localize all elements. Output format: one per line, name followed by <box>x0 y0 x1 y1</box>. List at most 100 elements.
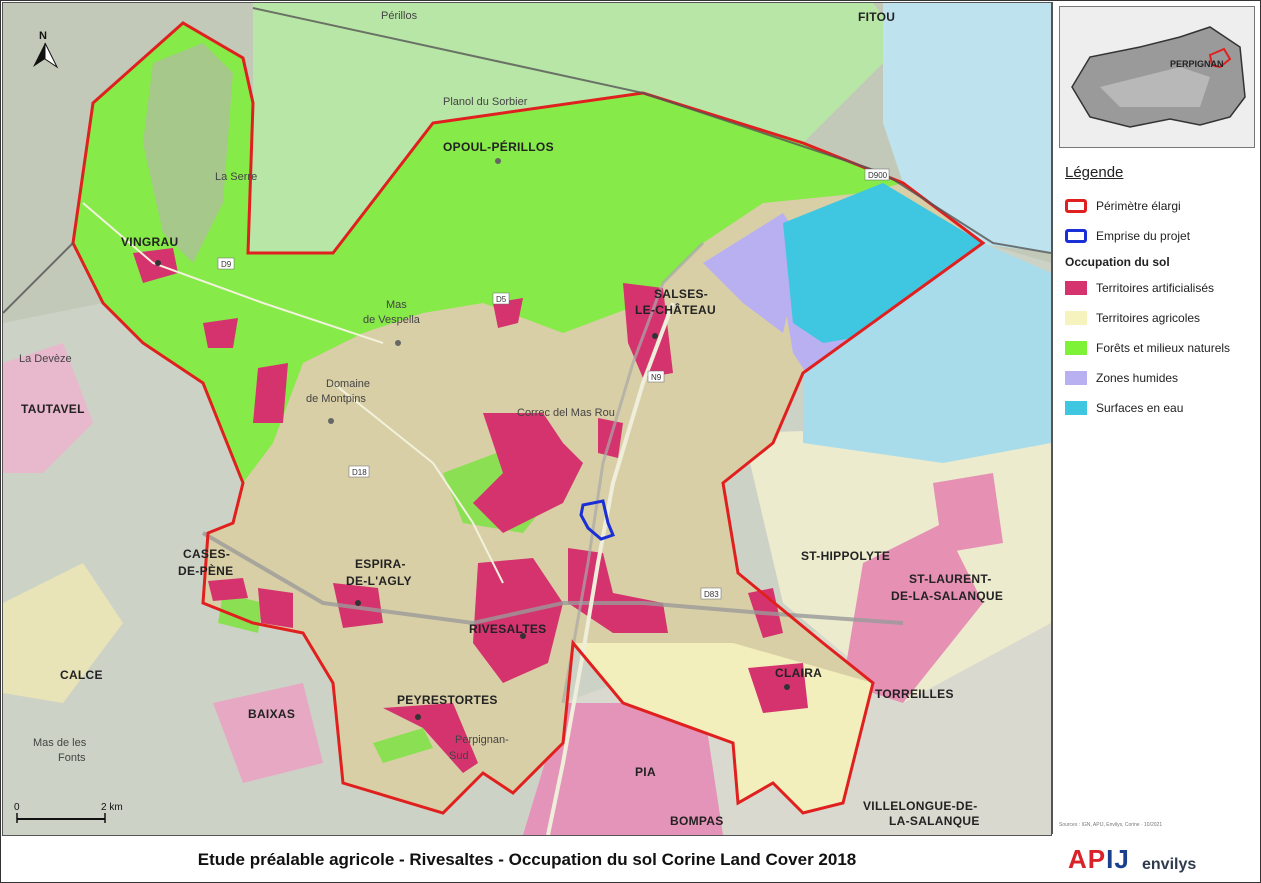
label-tautavel: TAUTAVEL <box>21 402 85 416</box>
outside-agri-west <box>3 563 123 703</box>
label-devereze: La Devèze <box>19 353 72 365</box>
inset-svg: PERPIGNAN <box>1060 7 1254 147</box>
label-espira-2: DE-L'AGLY <box>346 574 412 588</box>
north-arrow-icon: N <box>33 30 59 69</box>
legend-class-eau: Surfaces en eau <box>1059 393 1255 423</box>
source-note: Sources : IGN, APIJ, Envilys, Corine · 1… <box>1059 822 1163 828</box>
label-mas-2: de Vespella <box>363 314 421 326</box>
legend-label-forets: Forêts et milieux naturels <box>1096 341 1231 355</box>
label-salses-2: LE-CHÂTEAU <box>635 302 716 317</box>
label-sthippolyte: ST-HIPPOLYTE <box>801 549 890 563</box>
urban-patch-2 <box>253 363 288 423</box>
road-shield-d5 <box>492 292 510 305</box>
map-title: Etude préalable agricole - Rivesaltes - … <box>197 850 857 869</box>
outside-artificial-baixas <box>213 683 323 783</box>
label-fitou: FITOU <box>858 10 895 24</box>
legend-item-perimetre: Périmètre élargi <box>1059 191 1255 221</box>
urban-cases <box>208 578 248 601</box>
label-cases-2: DE-PÈNE <box>178 563 233 578</box>
legend-label-perimetre: Périmètre élargi <box>1096 199 1181 213</box>
legend-swatch-agricoles <box>1065 311 1087 325</box>
road-d9 <box>82 202 384 344</box>
envilys-logo: envilys <box>1142 856 1197 873</box>
forest-ridge-shade <box>143 43 233 263</box>
scale-bar: 0 2 km <box>14 802 123 823</box>
railway <box>561 241 705 704</box>
scale-end: 2 km <box>101 802 123 813</box>
legend-panel: PERPIGNAN Légende Périmètre élargi Empri… <box>1052 2 1259 834</box>
label-peyrestortes: PEYRESTORTES <box>397 693 498 707</box>
road-shield-d18 <box>348 465 370 478</box>
label-perpignan-1: Perpignan- <box>455 734 509 746</box>
legend-label-eau: Surfaces en eau <box>1096 401 1184 415</box>
scale-start: 0 <box>14 802 20 813</box>
wetland-lagoon-west <box>703 213 803 333</box>
label-d83: D83 <box>704 590 719 599</box>
label-rivesaltes: RIVESALTES <box>469 622 546 636</box>
outside-artificial-west <box>3 343 93 473</box>
inset-location-icon <box>1208 47 1232 69</box>
label-d9: D9 <box>221 260 232 269</box>
road-shield-d83 <box>700 587 722 600</box>
road-shield-d900 <box>864 168 890 181</box>
legend-swatch-forets <box>1065 341 1087 355</box>
label-masfonts-2: Fonts <box>58 752 86 764</box>
label-d5: D5 <box>496 295 507 304</box>
label-espira-1: ESPIRA- <box>355 557 406 571</box>
map-canvas[interactable]: VINGRAU OPOUL-PÉRILLOS SALSES- LE-CHÂTEA… <box>2 2 1052 836</box>
outside-artificial-east <box>933 473 1003 553</box>
north-label: N <box>39 30 47 42</box>
label-perpignan-2: Sud <box>449 750 469 762</box>
road-d900 <box>546 302 675 835</box>
label-baixas: BAIXAS <box>248 707 295 721</box>
label-opoul: OPOUL-PÉRILLOS <box>443 139 554 154</box>
footer: Etude préalable agricole - Rivesaltes - … <box>2 836 1258 881</box>
label-n9: N9 <box>651 373 662 382</box>
label-planol: Planol du Sorbier <box>443 96 528 108</box>
urban-patch-1 <box>203 318 238 348</box>
label-domaine-1: Domaine <box>326 378 370 390</box>
dot-vingrau <box>155 260 161 266</box>
label-vingrau: VINGRAU <box>121 235 178 249</box>
emprise-projet[interactable] <box>579 499 616 541</box>
legend-label-emprise: Emprise du projet <box>1096 229 1191 243</box>
urban-peyrestortes <box>383 703 478 773</box>
outside-forest-north <box>248 3 903 253</box>
legend-label-artificialises: Territoires artificialisés <box>1096 281 1215 295</box>
urban-patch-d5 <box>493 298 523 328</box>
outside-artificial-pia <box>523 703 723 835</box>
legend-class-artificialises: Territoires artificialisés <box>1059 273 1255 303</box>
legend-label-humides: Zones humides <box>1096 371 1179 385</box>
label-stlaurent-1: ST-LAURENT- <box>909 572 992 586</box>
legend-swatch-humides <box>1065 371 1087 385</box>
label-perillos: Périllos <box>381 10 418 22</box>
road-shield-d9 <box>217 257 235 270</box>
legend-item-emprise: Emprise du projet <box>1059 221 1255 251</box>
legend-swatch-emprise <box>1065 229 1087 243</box>
dot-peyrestortes <box>415 714 421 720</box>
label-calce: CALCE <box>60 668 103 682</box>
urban-patch-cases-east <box>258 588 293 628</box>
forest-peyrestortes-patch <box>373 728 433 763</box>
label-domaine-2: de Montpins <box>306 393 366 405</box>
outside-water-north <box>883 3 1051 253</box>
label-pia: PIA <box>635 765 656 779</box>
label-claira: CLAIRA <box>775 666 822 680</box>
label-villelongue-1: VILLELONGUE-DE- <box>863 799 978 813</box>
inset-map: PERPIGNAN <box>1059 6 1255 148</box>
legend-class-agricoles: Territoires agricoles <box>1059 303 1255 333</box>
apij-logo: APIJ <box>1068 844 1130 874</box>
map-svg: VINGRAU OPOUL-PÉRILLOS SALSES- LE-CHÂTEA… <box>3 3 1051 835</box>
label-d18: D18 <box>352 468 367 477</box>
dot-salses <box>652 333 658 339</box>
label-bompas: BOMPAS <box>670 814 724 828</box>
dot-mas-vespella <box>395 340 401 346</box>
water-lagoon-outside <box>803 243 1051 463</box>
outside-artificial-torreilles <box>843 523 983 703</box>
label-correc: Correc del Mas Rou <box>517 407 615 419</box>
water-lagoon <box>783 183 983 343</box>
road-d5 <box>332 382 504 584</box>
dot-claira <box>784 684 790 690</box>
commune-boundary-west <box>3 242 74 314</box>
road-shield-n9 <box>647 370 665 383</box>
